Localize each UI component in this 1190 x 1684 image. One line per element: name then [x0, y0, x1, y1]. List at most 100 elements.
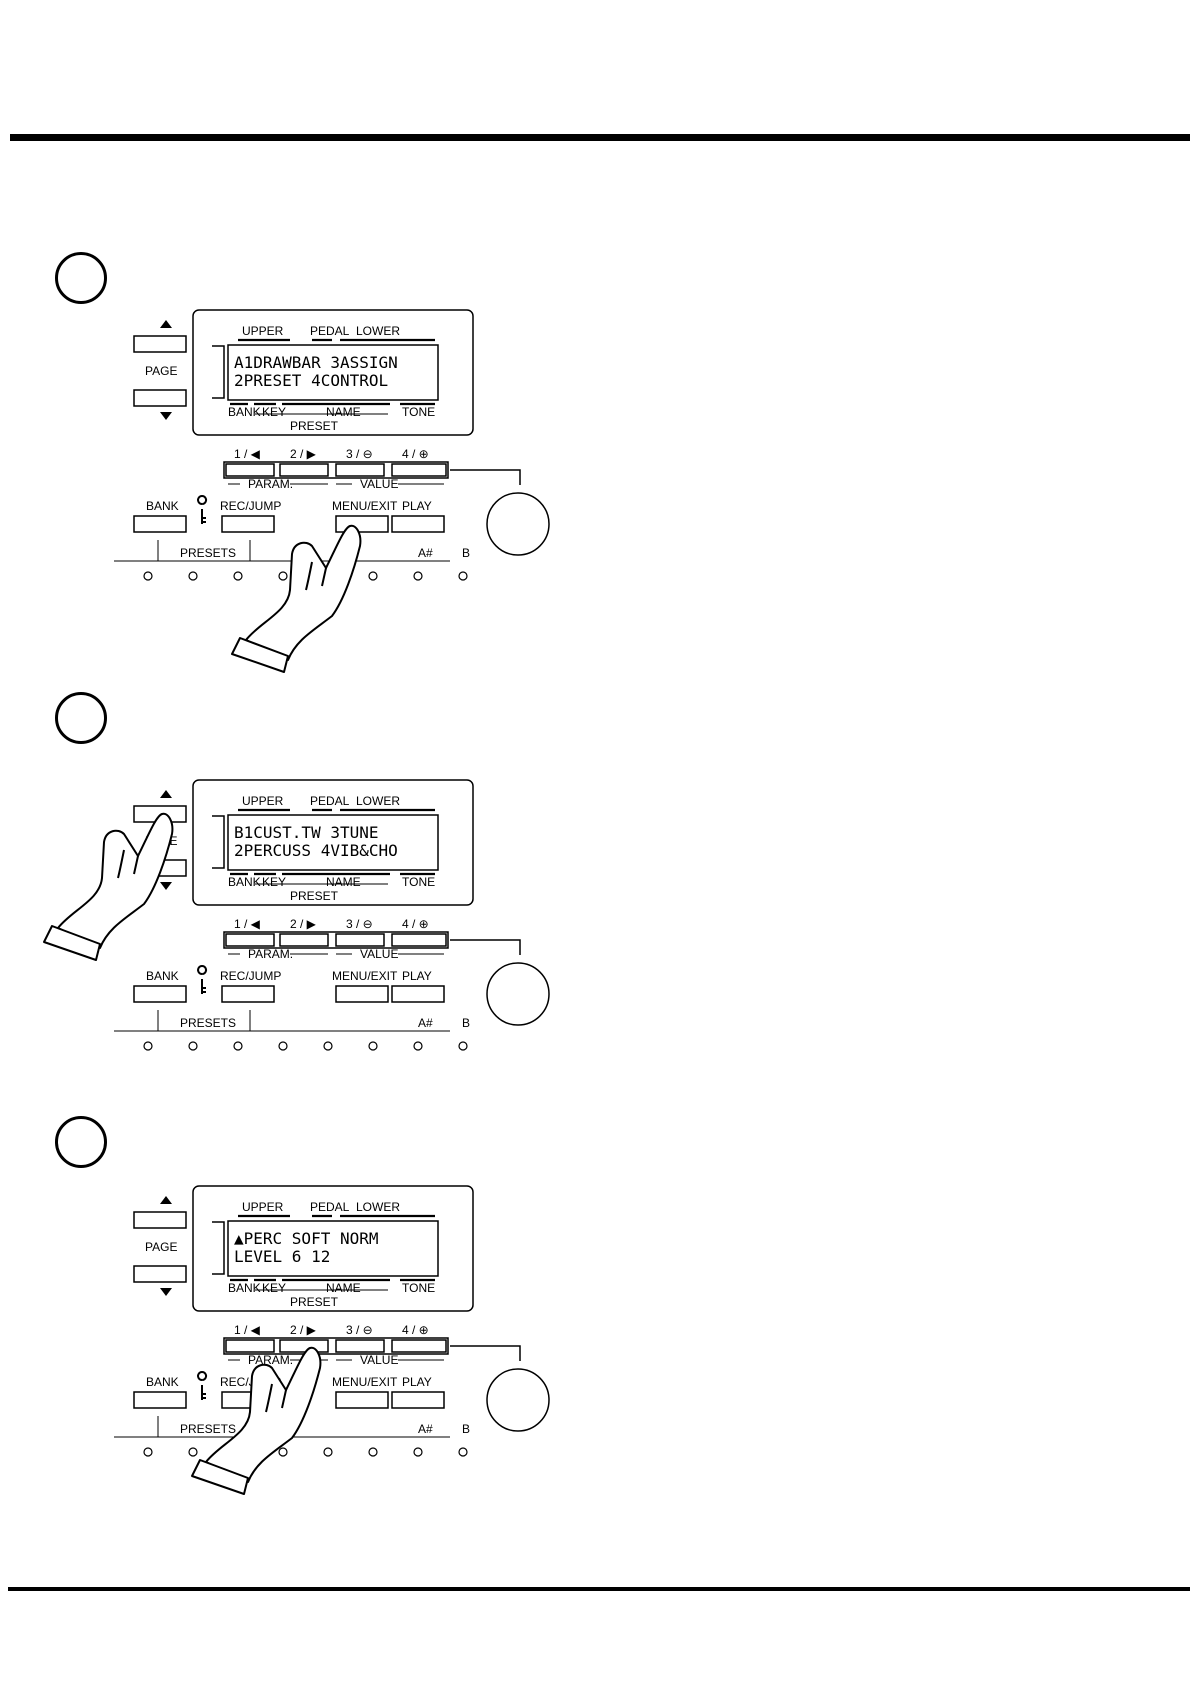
step-2-panel: UPPER PEDAL LOWER PAGE B1CUST.TW 3TUNE 2…: [43, 770, 560, 1190]
play-label: PLAY: [402, 969, 432, 983]
name-label: NAME: [326, 405, 361, 419]
arrow-down-icon: [160, 882, 172, 890]
lower-label: LOWER: [356, 1200, 400, 1214]
rec-jump-label: REC/JUMP: [220, 499, 281, 513]
upper-label: UPPER: [242, 324, 284, 338]
bank-label: BANK: [146, 969, 179, 983]
param-right-button[interactable]: [279, 1339, 329, 1353]
hand-pointer-icon: [231, 524, 362, 673]
btn2-label: 2 / ▶: [290, 917, 317, 931]
preset-label: PRESET: [290, 419, 339, 433]
rec-jump-button[interactable]: [221, 515, 275, 533]
bank-under-label: BANK: [228, 1281, 261, 1295]
param-left-button[interactable]: [225, 1339, 275, 1353]
step-3-marker: [55, 1116, 107, 1168]
page-label: PAGE: [145, 364, 177, 378]
page-up-button[interactable]: [133, 335, 187, 353]
page-up-button[interactable]: [133, 1211, 187, 1229]
bank-under-label: BANK: [228, 405, 261, 419]
lcd-line-2: 2PRESET 4CONTROL: [234, 371, 388, 390]
rec-jump-label: REC/JUMP: [220, 969, 281, 983]
a-sharp-label: A#: [418, 1422, 433, 1436]
menu-exit-button[interactable]: [335, 985, 389, 1003]
b-label: B: [462, 1016, 470, 1030]
b-label: B: [462, 546, 470, 560]
display-housing: [192, 309, 474, 436]
arrow-up-icon: [160, 320, 172, 328]
upper-label: UPPER: [242, 794, 284, 808]
value-minus-button[interactable]: [335, 1339, 385, 1353]
menu-exit-button[interactable]: [335, 1391, 389, 1409]
bank-under-label: BANK: [228, 875, 261, 889]
play-button[interactable]: [391, 985, 445, 1003]
b-label: B: [462, 1422, 470, 1436]
lcd-line-1: A1DRAWBAR 3ASSIGN: [234, 353, 398, 372]
menu-exit-button[interactable]: [335, 515, 389, 533]
tone-label: TONE: [402, 1281, 435, 1295]
play-button[interactable]: [391, 1391, 445, 1409]
pedal-label: PEDAL: [310, 324, 350, 338]
lcd-line-1: ▲PERC SOFT NORM: [234, 1229, 379, 1248]
value-minus-button[interactable]: [335, 463, 385, 477]
btn4-label: 4 / ⊕: [402, 447, 429, 461]
bank-label: BANK: [146, 1375, 179, 1389]
lower-label: LOWER: [356, 794, 400, 808]
param-label: PARAM.: [248, 1353, 293, 1367]
control-panel-diagram: UPPER PEDAL LOWER PAGE B1CUST.TW 3TUNE 2…: [43, 779, 550, 1051]
param-left-button[interactable]: [225, 463, 275, 477]
value-plus-button[interactable]: [391, 933, 447, 947]
top-rule: [10, 134, 1190, 141]
value-label: VALUE: [360, 477, 398, 491]
btn1-label: 1 / ◀: [234, 447, 261, 461]
page-down-button[interactable]: [133, 1265, 187, 1283]
tone-label: TONE: [402, 405, 435, 419]
bank-button[interactable]: [133, 515, 187, 533]
arrow-down-icon: [160, 1288, 172, 1296]
btn1-label: 1 / ◀: [234, 917, 261, 931]
key-icon: [197, 495, 208, 524]
value-minus-button[interactable]: [335, 933, 385, 947]
preset-label: PRESET: [290, 1295, 339, 1309]
btn1-label: 1 / ◀: [234, 1323, 261, 1337]
value-plus-button[interactable]: [391, 1339, 447, 1353]
step-1-marker: [55, 252, 107, 304]
menu-exit-label: MENU/EXIT: [332, 1375, 398, 1389]
lower-label: LOWER: [356, 324, 400, 338]
menu-exit-label: MENU/EXIT: [332, 499, 398, 513]
btn2-label: 2 / ▶: [290, 1323, 317, 1337]
display-housing: [192, 779, 474, 906]
presets-label: PRESETS: [180, 1016, 236, 1030]
control-panel-diagram: UPPER PEDAL LOWER PAGE ▲PERC SOFT NORM L…: [114, 1185, 550, 1495]
key-icon: [197, 965, 208, 994]
display-housing: [192, 1185, 474, 1312]
lcd-screen: [227, 1220, 439, 1277]
lcd-screen: [227, 814, 439, 871]
arrow-up-icon: [160, 790, 172, 798]
param-right-button[interactable]: [279, 933, 329, 947]
step-2-marker: [55, 692, 107, 744]
name-label: NAME: [326, 1281, 361, 1295]
presets-label: PRESETS: [180, 546, 236, 560]
lcd-line-2: 2PERCUSS 4VIB&CHO: [234, 841, 398, 860]
lcd-line-1: B1CUST.TW 3TUNE: [234, 823, 379, 842]
value-knob-icon: [486, 1368, 550, 1432]
value-plus-button[interactable]: [391, 463, 447, 477]
bank-button[interactable]: [133, 985, 187, 1003]
play-button[interactable]: [391, 515, 445, 533]
a-sharp-label: A#: [418, 1016, 433, 1030]
bank-label: BANK: [146, 499, 179, 513]
key-label: KEY: [262, 405, 286, 419]
key-label: KEY: [262, 875, 286, 889]
param-left-button[interactable]: [225, 933, 275, 947]
page-down-button[interactable]: [133, 389, 187, 407]
bank-button[interactable]: [133, 1391, 187, 1409]
bottom-rule: [8, 1587, 1190, 1591]
menu-exit-label: MENU/EXIT: [332, 969, 398, 983]
hand-pointer-icon: [191, 1346, 322, 1495]
rec-jump-button[interactable]: [221, 985, 275, 1003]
tone-label: TONE: [402, 875, 435, 889]
btn4-label: 4 / ⊕: [402, 1323, 429, 1337]
arrow-up-icon: [160, 1196, 172, 1204]
param-label: PARAM.: [248, 477, 293, 491]
param-right-button[interactable]: [279, 463, 329, 477]
